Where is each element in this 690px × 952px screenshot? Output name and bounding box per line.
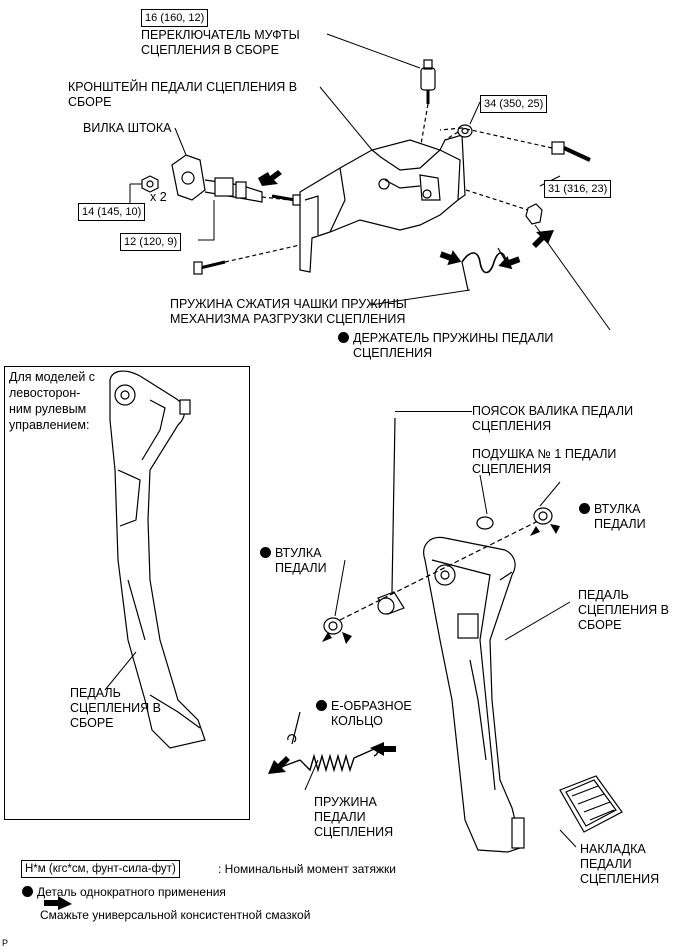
footer-code: P (2, 938, 9, 948)
bushing-part-left (323, 617, 343, 635)
spring-holder-part (525, 203, 543, 225)
e-ring-part (287, 734, 297, 743)
clutch-switch-part (420, 59, 436, 104)
legend-grease: Смажьте универсальной консистентной смаз… (40, 908, 311, 922)
label-line: СЦЕПЛЕНИЯ (472, 462, 552, 476)
torque-box-switch: 16 (160, 12) (141, 9, 209, 27)
label-line: Для моделей с (9, 370, 96, 384)
push-rod-clevis-part (171, 154, 291, 203)
label-line: НАКЛАДКА (580, 842, 646, 856)
label-line: ПЕДАЛЬ (70, 686, 121, 700)
legend-torque-desc: : Номинальный момент затяжки (218, 862, 396, 876)
torque-box-14: 14 (145, 10) (78, 203, 146, 221)
label-line: КРОНШТЕЙН ПЕДАЛИ СЦЕПЛЕНИЯ В (68, 80, 298, 94)
label-line: ПРУЖИНА (314, 795, 377, 809)
label-line: ПЕДАЛЬ (578, 588, 629, 602)
bushing-part-right (533, 507, 553, 525)
turnover-spring-part (461, 247, 507, 291)
non-reusable-dot-icon (338, 332, 349, 343)
label-line: Е-ОБРАЗНОЕ (316, 699, 412, 714)
label-line: СБОРЕ (578, 618, 622, 632)
label-line: ПРУЖИНА СЖАТИЯ ЧАШКИ ПРУЖИНЫ (170, 297, 407, 311)
label-text: Е-ОБРАЗНОЕ (331, 699, 412, 713)
non-reusable-dot-icon (260, 547, 271, 558)
label-line: МЕХАНИЗМА РАЗГРУЗКИ СЦЕПЛЕНИЯ (170, 312, 406, 326)
pedal-bracket-part (299, 134, 466, 273)
inset-pedal-part (109, 370, 206, 749)
label-line: СЦЕПЛЕНИЯ (472, 419, 552, 433)
label-line: левосторон- (9, 386, 81, 400)
label-line: ВТУЛКА (260, 546, 327, 561)
label-line: СБОРЕ (68, 95, 112, 109)
label-turnover-spring: ПРУЖИНА СЖАТИЯ ЧАШКИ ПРУЖИНЫ МЕХАНИЗМА Р… (170, 297, 407, 327)
label-line: ВТУЛКА (579, 502, 646, 517)
cushion-part (476, 516, 494, 530)
bolt-part-31 (439, 127, 591, 162)
label-line: управлением: (9, 418, 90, 432)
label-line: КОЛЬЦО (331, 714, 383, 728)
bolt-part-small (271, 194, 301, 206)
pedal-pad-part (559, 775, 623, 833)
label-spring-holder: ДЕРЖАТЕЛЬ ПРУЖИНЫ ПЕДАЛИ СЦЕПЛЕНИЯ (338, 331, 553, 361)
label-line: ПОЯСОК ВАЛИКА ПЕДАЛИ (472, 404, 634, 418)
label-line: СЦЕПЛЕНИЯ В (578, 603, 669, 617)
label-push-rod-clevis: ВИЛКА ШТОКА (83, 121, 172, 135)
legend-arrow-icon (44, 896, 72, 910)
torque-box-34: 34 (350, 25) (480, 95, 548, 113)
label-line: ПЕДАЛИ (594, 517, 646, 531)
label-cushion: ПОДУШКА № 1 ПЕДАЛИ СЦЕПЛЕНИЯ (472, 447, 616, 477)
clutch-pedal-part (423, 536, 525, 853)
label-inset-pedal: ПЕДАЛЬ СЦЕПЛЕНИЯ В СБОРЕ (70, 686, 161, 731)
label-return-spring: ПРУЖИНА ПЕДАЛИ СЦЕПЛЕНИЯ (314, 795, 393, 840)
shaft-collar-part (377, 591, 405, 615)
label-line: СЦЕПЛЕНИЯ (353, 346, 433, 360)
label-line: ПЕДАЛИ (580, 857, 632, 871)
label-line: СБОРЕ (70, 716, 114, 730)
bolt-part-lower (193, 244, 301, 275)
non-reusable-dot-icon (22, 886, 33, 897)
label-clutch-switch: ПЕРЕКЛЮЧАТЕЛЬ МУФТЫ СЦЕПЛЕНИЯ В СБОРЕ (141, 28, 300, 58)
label-pedal-pad: НАКЛАДКА ПЕДАЛИ СЦЕПЛЕНИЯ (580, 842, 659, 887)
nut-part-34 (457, 124, 473, 138)
label-pedal-assy: ПЕДАЛЬ СЦЕПЛЕНИЯ В СБОРЕ (578, 588, 669, 633)
label-line: СЦЕПЛЕНИЯ В (70, 701, 161, 715)
label-e-ring: Е-ОБРАЗНОЕ КОЛЬЦО (316, 699, 412, 729)
legend-torque-unit: Н*м (кгс*см, фунт-сила-фут) (21, 860, 180, 878)
label-bushing-left: ВТУЛКА ПЕДАЛИ (260, 546, 327, 576)
nut-part (141, 175, 159, 193)
label-line: ДЕРЖАТЕЛЬ ПРУЖИНЫ ПЕДАЛИ (338, 331, 553, 346)
lhd-inset-frame (4, 366, 250, 820)
return-spring-part (278, 748, 379, 773)
label-inset-note: Для моделей с левосторон- ним рулевым уп… (9, 369, 95, 433)
label-line: ПОДУШКА № 1 ПЕДАЛИ (472, 447, 617, 461)
label-text: ВТУЛКА (275, 546, 322, 560)
grease-arrows (44, 170, 560, 910)
label-line: СЦЕПЛЕНИЯ (580, 872, 660, 886)
label-line: СЦЕПЛЕНИЯ (314, 825, 394, 839)
leader-line-collar (395, 411, 472, 412)
torque-box-12: 12 (120, 9) (120, 233, 182, 251)
label-text: ВТУЛКА (594, 502, 641, 516)
torque-box-31: 31 (316, 23) (544, 180, 612, 198)
label-line: ПЕДАЛИ (314, 810, 366, 824)
non-reusable-dot-icon (316, 700, 327, 711)
label-bushing-right: ВТУЛКА ПЕДАЛИ (579, 502, 646, 532)
non-reusable-dot-icon (579, 503, 590, 514)
label-shaft-collar: ПОЯСОК ВАЛИКА ПЕДАЛИ СЦЕПЛЕНИЯ (472, 404, 633, 434)
label-line: ним рулевым (9, 402, 87, 416)
label-line: СЦЕПЛЕНИЯ В СБОРЕ (141, 43, 279, 57)
label-text: ДЕРЖАТЕЛЬ ПРУЖИНЫ ПЕДАЛИ (353, 331, 554, 345)
label-times-two: x 2 (150, 190, 167, 204)
label-pedal-bracket: КРОНШТЕЙН ПЕДАЛИ СЦЕПЛЕНИЯ В СБОРЕ (68, 80, 297, 110)
label-line: ПЕРЕКЛЮЧАТЕЛЬ МУФТЫ (141, 28, 300, 42)
legend-text: Деталь однократного применения (37, 885, 226, 899)
legend-non-reusable: Деталь однократного применения (22, 885, 226, 900)
label-line: ПЕДАЛИ (275, 561, 327, 575)
